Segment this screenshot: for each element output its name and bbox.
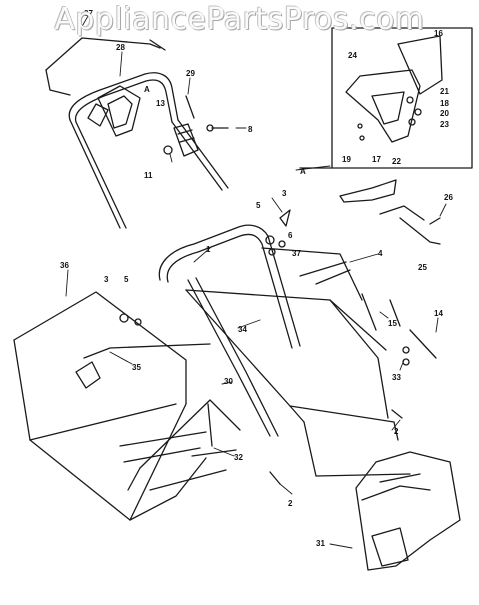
label-35: 35 <box>132 363 141 372</box>
leader-lines <box>65 15 447 549</box>
label-22: 22 <box>392 157 401 166</box>
frame-34 <box>185 289 411 477</box>
label-2-bottom: 2 <box>288 499 293 508</box>
label-34: 34 <box>238 325 247 334</box>
label-31: 31 <box>316 539 325 548</box>
lever-26 <box>339 179 441 245</box>
label-3-top: 3 <box>282 189 287 198</box>
rear-flap <box>355 451 461 571</box>
grass-bag <box>13 291 227 521</box>
label-a-bracket: A <box>144 85 150 94</box>
label-5-left: 5 <box>124 275 129 284</box>
label-8: 8 <box>248 125 253 134</box>
label-30: 30 <box>224 377 233 386</box>
bag-frame <box>127 399 241 491</box>
label-36: 36 <box>60 261 69 270</box>
label-5-top: 5 <box>256 201 261 210</box>
hardware <box>119 209 410 485</box>
label-11: 11 <box>144 171 153 180</box>
label-14: 14 <box>434 309 443 318</box>
label-1: 1 <box>206 245 211 254</box>
cable-4 <box>299 261 351 285</box>
label-17: 17 <box>372 155 381 164</box>
label-3-left: 3 <box>104 275 109 284</box>
lower-handle <box>158 224 363 437</box>
bolt-8 <box>206 124 229 132</box>
label-13: 13 <box>156 99 165 108</box>
label-25: 25 <box>418 263 427 272</box>
label-2-right: 2 <box>394 427 399 436</box>
part-labels: 27 28 29 A 13 8 11 16 24 21 18 20 23 19 … <box>60 9 453 548</box>
bag-handle <box>75 343 211 389</box>
label-15: 15 <box>388 319 397 328</box>
label-23: 23 <box>440 120 449 129</box>
control-bar <box>45 37 166 96</box>
handle-bracket <box>87 85 141 137</box>
label-27: 27 <box>84 9 93 18</box>
upper-handle <box>68 72 229 229</box>
label-20: 20 <box>440 109 449 118</box>
cable-15 <box>361 293 401 331</box>
label-37: 37 <box>292 249 301 258</box>
label-a-inset: A <box>300 167 306 176</box>
watermark: AppliancePartsPros.com <box>54 2 425 37</box>
cable-14 <box>409 329 437 359</box>
label-18: 18 <box>440 99 449 108</box>
label-29: 29 <box>186 69 195 78</box>
label-26: 26 <box>444 193 453 202</box>
label-19: 19 <box>342 155 351 164</box>
knob-11 <box>163 145 173 155</box>
inset-box <box>299 27 473 169</box>
label-32: 32 <box>234 453 243 462</box>
label-33: 33 <box>392 373 401 382</box>
label-6: 6 <box>288 231 293 240</box>
label-21: 21 <box>440 87 449 96</box>
label-4: 4 <box>378 249 383 258</box>
label-16: 16 <box>434 29 443 38</box>
label-28: 28 <box>116 43 125 52</box>
cable-clip <box>173 95 199 157</box>
label-24: 24 <box>348 51 357 60</box>
